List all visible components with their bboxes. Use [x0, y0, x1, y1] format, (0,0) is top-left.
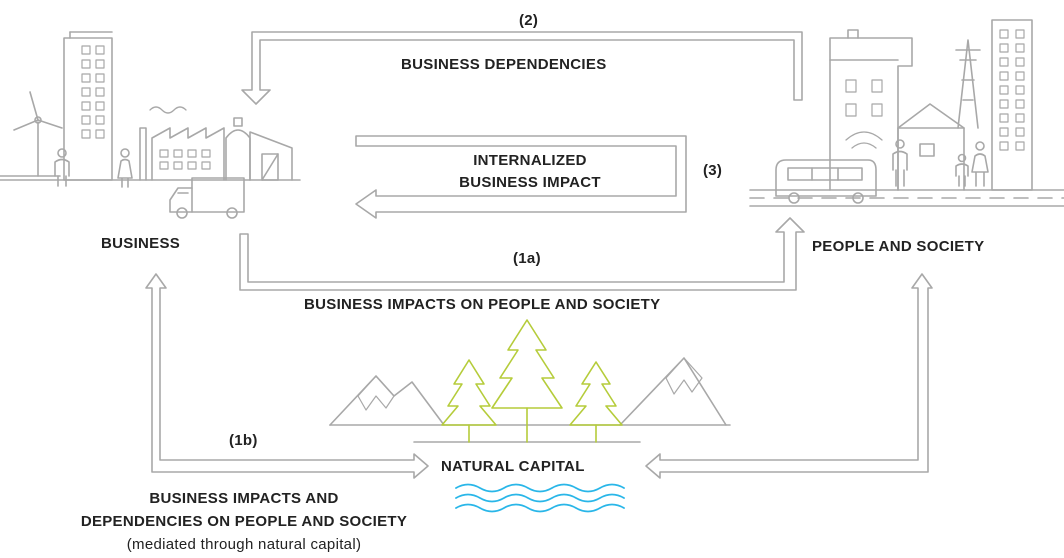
flow-1b-label-line2: DEPENDENCIES ON PEOPLE AND SOCIETY	[80, 513, 408, 530]
person-icon	[117, 148, 133, 188]
residential-tower-icon	[991, 19, 1033, 191]
person-icon	[892, 139, 908, 187]
factory-icon	[139, 106, 293, 181]
flow-3-label-line1: INTERNALIZED	[473, 152, 587, 169]
people-society-illustration	[749, 19, 1064, 207]
arrow-internalized-impact	[355, 135, 687, 219]
mountain-icon	[329, 375, 445, 426]
arrow-natural-capital-business	[145, 273, 429, 479]
mountain-icon	[619, 357, 727, 426]
arrow-people-natural-capital	[645, 273, 933, 479]
person-icon	[971, 141, 989, 187]
natural-capital-label: NATURAL CAPITAL	[441, 458, 585, 475]
house-icon	[897, 103, 965, 191]
wind-turbine-icon	[13, 91, 63, 177]
bus-icon	[775, 159, 877, 204]
truck-icon	[169, 177, 245, 219]
tree-icon	[569, 361, 623, 443]
business-label: BUSINESS	[101, 235, 181, 252]
flow-1a-label: BUSINESS IMPACTS ON PEOPLE AND SOCIETY	[304, 296, 661, 313]
flow-2-number: (2)	[519, 12, 539, 29]
flow-1b-label-line3: (mediated through natural capital)	[126, 536, 362, 553]
person-icon	[54, 148, 70, 187]
arrow-business-dependencies	[241, 31, 803, 105]
office-tower-icon	[63, 31, 113, 181]
power-pylon-icon	[955, 39, 981, 129]
flow-3-number: (3)	[703, 162, 723, 179]
business-illustration	[0, 31, 301, 219]
people-society-label: PEOPLE AND SOCIETY	[812, 238, 985, 255]
flow-3-label-line2: BUSINESS IMPACT	[459, 174, 601, 191]
child-icon	[955, 153, 969, 187]
tree-icon	[441, 359, 497, 443]
arrow-impacts-on-people	[239, 217, 805, 291]
flow-2-label: BUSINESS DEPENDENCIES	[401, 56, 607, 73]
flow-1b-label-line1: BUSINESS IMPACTS AND	[149, 490, 339, 507]
water-waves-icon	[455, 483, 625, 513]
apartment-building-icon	[829, 29, 913, 191]
natural-capital-illustration	[329, 319, 731, 513]
tree-icon	[491, 319, 563, 443]
flow-1a-number: (1a)	[513, 250, 541, 267]
flow-1b-number: (1b)	[229, 432, 258, 449]
